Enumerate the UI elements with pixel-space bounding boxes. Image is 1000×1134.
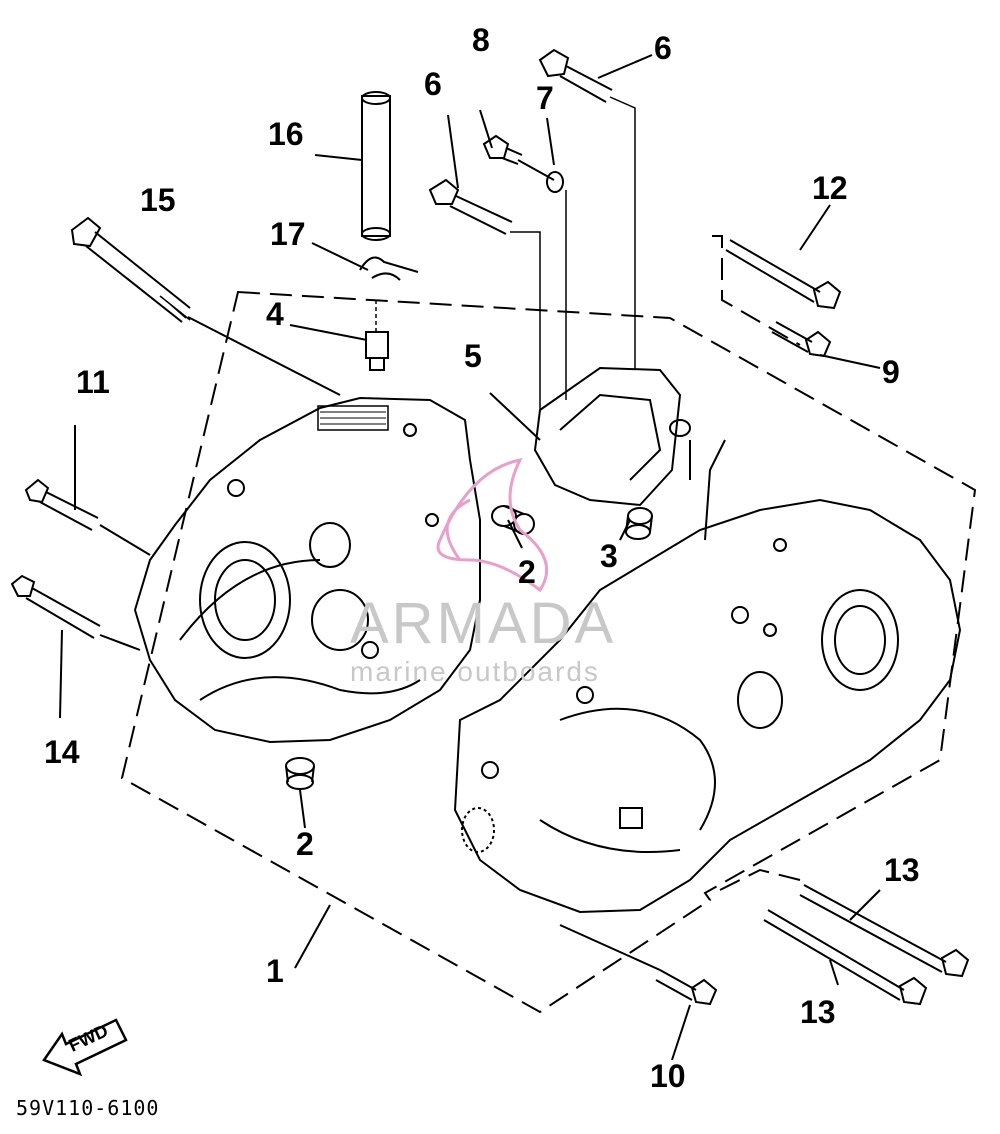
right-crankcase [453,498,962,914]
dowel-part-2-lower [285,757,315,790]
left-small-bore [311,589,369,651]
callout-2-upper: 2 [518,554,536,590]
bolt-part-14 [10,574,101,639]
bolt-part-9 [771,321,832,358]
callout-1: 1 [266,953,284,989]
dowel-part-3 [625,507,653,540]
bolt-part-15 [70,216,191,323]
dowel-part-2-upper [491,505,535,535]
callout-8: 8 [472,22,490,58]
left-bearing-bore [199,541,291,659]
bolt-part-10 [655,969,718,1006]
callout-6-left: 6 [424,66,442,102]
washer-part-7 [546,171,564,193]
callout-16: 16 [268,116,304,152]
bolt-part-6-left [428,178,513,235]
right-small-bore [737,671,783,729]
callout-2-lower: 2 [296,826,314,862]
callout-5: 5 [464,338,482,374]
callout-10: 10 [650,1058,686,1094]
catalog-code: 59V110-6100 [16,1096,160,1120]
callout-4: 4 [266,296,284,332]
callout-6-top: 6 [654,30,672,66]
watermark-subtext: marine outboards [350,656,600,687]
callout-13-lower: 13 [800,994,836,1030]
watermark-text: ARMADA [350,591,617,656]
callout-13-upper: 13 [884,852,920,888]
clip-part-17 [359,256,419,281]
fwd-arrow-icon [42,1018,128,1077]
watermark-logo-icon [436,457,549,593]
pipe-part-16 [361,95,391,237]
callout-15: 15 [140,182,176,218]
bolt-part-13-upper [799,884,970,978]
callout-12: 12 [812,170,848,206]
bolt-part-11 [24,478,99,531]
bolt-part-13-lower [763,909,928,1006]
bolt-part-8 [482,134,523,165]
plug-part-4 [365,331,389,359]
assembly-boundary [120,290,977,1014]
callout-17: 17 [270,216,306,252]
callout-7: 7 [536,80,554,116]
callout-14: 14 [44,734,80,770]
callout-3: 3 [600,538,618,574]
right-bearing-bore [821,589,899,691]
left-crankcase [133,396,481,744]
callout-11: 11 [76,364,110,400]
cover-part-5 [533,366,682,507]
bolt-part-6-top [538,48,613,103]
bolt-part-12 [725,239,842,310]
assembly-boundary-right [712,235,801,346]
callout-9: 9 [882,354,900,390]
